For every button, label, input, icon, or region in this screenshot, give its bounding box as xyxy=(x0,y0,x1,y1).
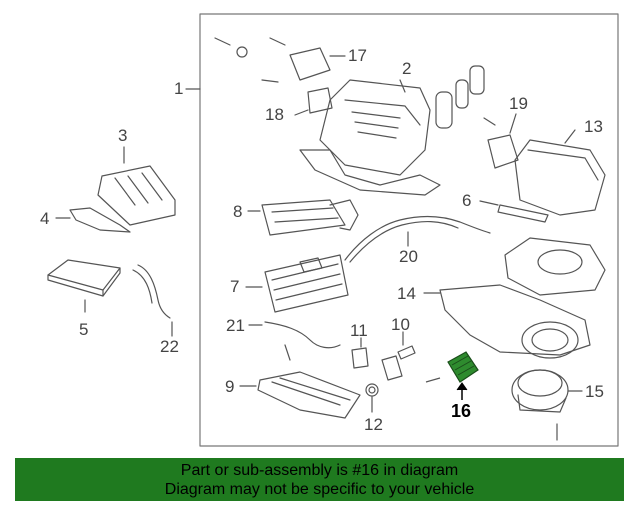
callout-22: 22 xyxy=(160,337,179,356)
callout-18: 18 xyxy=(265,105,284,124)
part-7-heater-core xyxy=(245,254,349,313)
part-15-blower-motor xyxy=(511,369,583,441)
callout-2: 2 xyxy=(402,59,412,78)
callout-12: 12 xyxy=(364,415,383,434)
part-8-evaporator xyxy=(247,199,359,236)
part-12-oring xyxy=(365,383,379,413)
part-3-duct xyxy=(97,146,176,226)
part-21-harness xyxy=(248,321,341,361)
callout-19: 19 xyxy=(509,94,528,113)
callout-11: 11 xyxy=(350,321,368,340)
callout-6: 6 xyxy=(462,191,472,210)
part-10-bolt xyxy=(397,331,416,360)
part-6-sensor xyxy=(479,200,549,223)
part-expansion-valve xyxy=(381,355,403,381)
part-gaskets xyxy=(435,65,485,129)
part-4-seal xyxy=(55,207,131,233)
part-2-heater-case xyxy=(299,79,441,196)
callout-21: 21 xyxy=(226,316,245,335)
callout-3: 3 xyxy=(118,126,128,145)
part-18-actuator xyxy=(261,79,333,116)
banner-line-2: Diagram may not be specific to your vehi… xyxy=(164,481,475,498)
part-20-hose xyxy=(344,215,491,263)
callout-14: 14 xyxy=(397,284,416,303)
part-14-lower-case xyxy=(423,284,591,359)
callout-4: 4 xyxy=(40,209,50,228)
part-16-resistor xyxy=(447,351,479,400)
assembly-frame xyxy=(199,13,619,447)
parts-diagram xyxy=(47,13,619,447)
banner-line-1: Part or sub-assembly is #16 in diagram xyxy=(180,462,459,479)
callout-10: 10 xyxy=(391,315,410,334)
info-banner: Part or sub-assembly is #16 in diagram D… xyxy=(15,458,624,501)
part-blower-scroll xyxy=(504,237,606,296)
part-13-blower-housing xyxy=(514,129,606,216)
callout-16: 16 xyxy=(451,401,472,421)
callout-7: 7 xyxy=(230,277,240,296)
part-19-actuator xyxy=(483,113,519,169)
callout-17: 17 xyxy=(348,46,367,65)
part-9-duct xyxy=(239,371,361,419)
part-5-filter xyxy=(47,259,121,313)
callout-5: 5 xyxy=(79,320,89,339)
callout-15: 15 xyxy=(585,382,604,401)
callout-9: 9 xyxy=(225,377,235,396)
callout-8: 8 xyxy=(233,202,243,221)
callout-13: 13 xyxy=(584,117,603,136)
callout-20: 20 xyxy=(399,247,418,266)
callout-1: 1 xyxy=(174,79,184,98)
part-11-clip xyxy=(351,337,369,369)
part-17-actuator xyxy=(214,37,346,81)
part-22-hose xyxy=(132,264,173,337)
